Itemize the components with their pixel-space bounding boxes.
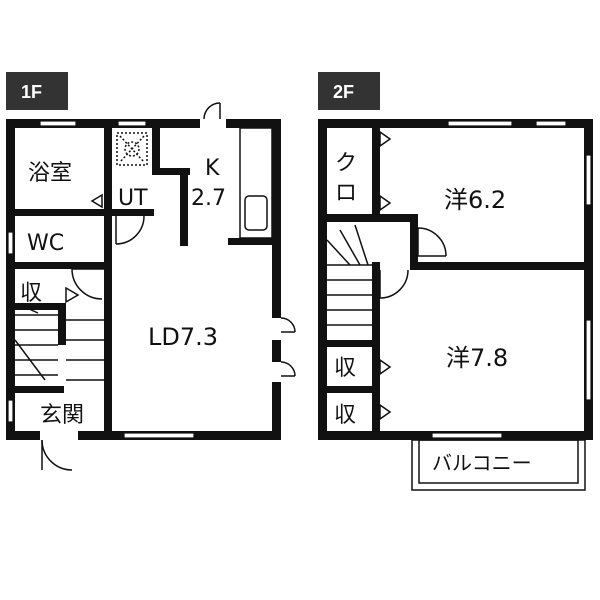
room-label-bath: 浴室 bbox=[28, 161, 72, 186]
room-label-closet-b: ロ bbox=[335, 181, 357, 206]
room-label-storage: 収 bbox=[20, 281, 42, 306]
room-label-kitchen-name: K bbox=[205, 156, 220, 181]
room-label-storage-a: 収 bbox=[334, 356, 356, 381]
room-label-entrance: 玄関 bbox=[40, 403, 84, 428]
stairs-2f bbox=[326, 224, 372, 326]
room-label-kitchen-size: 2.7 bbox=[191, 186, 226, 211]
room-label-balcony: バルコニー bbox=[432, 451, 532, 475]
room-label-wc: WC bbox=[27, 231, 64, 256]
floor-tag-1f: 1F bbox=[6, 72, 80, 110]
floor-tag-2f: 2F bbox=[318, 72, 380, 110]
room-label-closet-a: ク bbox=[335, 151, 357, 176]
room-label-room-a: 洋6.2 bbox=[444, 186, 506, 214]
room-label-utility: UT bbox=[118, 186, 148, 211]
balcony: バルコニー bbox=[411, 439, 586, 491]
room-label-storage-b: 収 bbox=[334, 403, 356, 428]
plan-2f: バルコニー bbox=[318, 119, 593, 491]
room-label-living: LD7.3 bbox=[148, 323, 218, 351]
floor-tag-2f-label: 2F bbox=[333, 82, 354, 102]
stairs-1f bbox=[14, 304, 104, 381]
room-label-room-b: 洋7.8 bbox=[446, 344, 508, 372]
floor-tag-1f-label: 1F bbox=[21, 82, 42, 102]
plan-1f: 浴室 UT K 2.7 WC 収 玄関 LD7.3 bbox=[6, 102, 296, 471]
